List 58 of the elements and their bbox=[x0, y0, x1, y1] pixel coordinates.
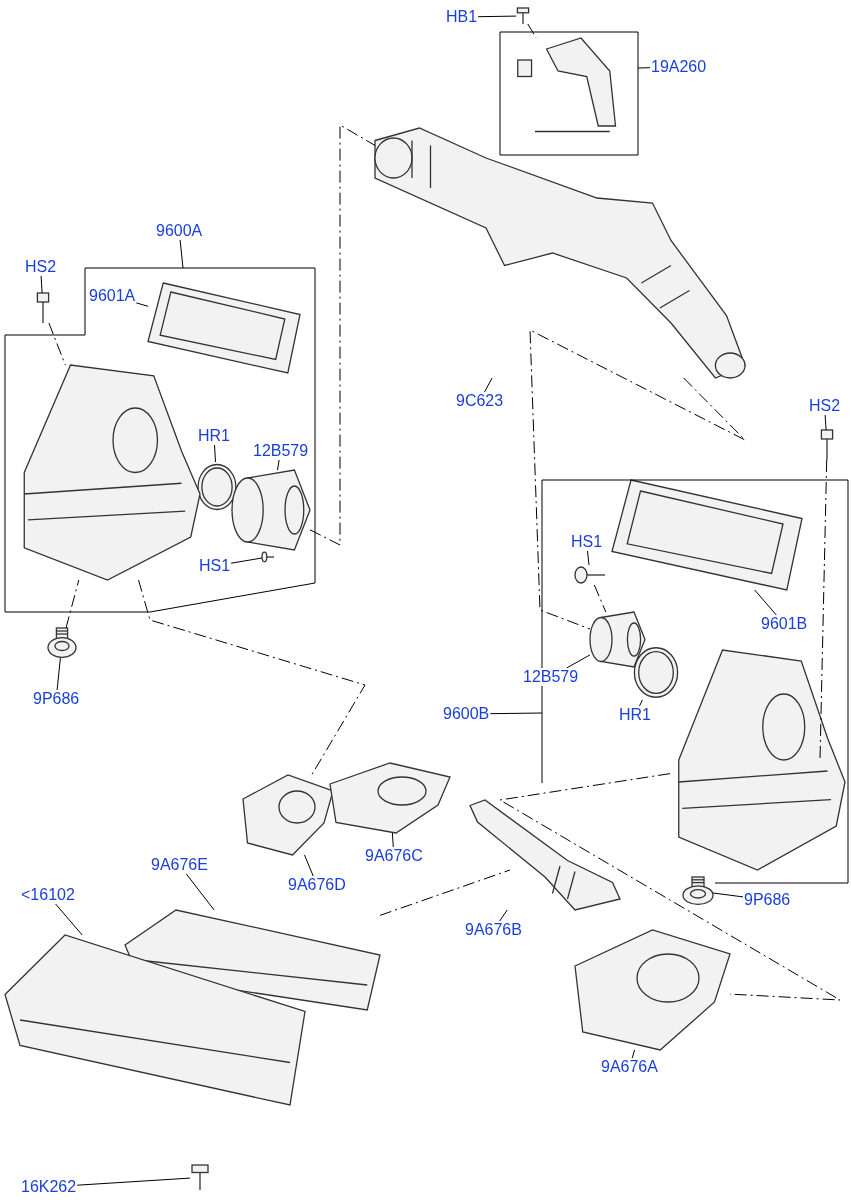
assembly-line bbox=[138, 579, 366, 776]
assembly-line bbox=[379, 869, 511, 916]
leader-line bbox=[179, 239, 184, 269]
leader-line bbox=[304, 854, 314, 877]
leader-line bbox=[637, 67, 651, 69]
leader-line bbox=[185, 873, 215, 911]
screw-drawing bbox=[261, 551, 275, 563]
leader-line bbox=[712, 892, 744, 898]
leader-line bbox=[587, 550, 590, 566]
leader-line bbox=[56, 657, 61, 691]
assembly-line bbox=[48, 322, 66, 366]
leader-line bbox=[489, 712, 543, 715]
leader-line bbox=[499, 909, 508, 922]
leader-line bbox=[135, 302, 149, 307]
bolt-drawing bbox=[516, 7, 530, 25]
duct-elbow-drawing bbox=[574, 929, 731, 1051]
grommet-drawing bbox=[682, 876, 714, 906]
air-duct-drawing bbox=[374, 127, 746, 379]
leader-line bbox=[754, 589, 777, 616]
air-filter-drawing bbox=[611, 479, 803, 591]
bolt-drawing bbox=[191, 1164, 209, 1191]
assembly-line bbox=[499, 773, 841, 1001]
assembly-line bbox=[593, 584, 607, 613]
part-number: 12B579 bbox=[522, 668, 580, 686]
leader-line bbox=[76, 1177, 191, 1186]
assembly-line bbox=[819, 459, 828, 761]
grommet-drawing bbox=[47, 627, 77, 659]
airflow-sensor-drawing bbox=[231, 469, 311, 551]
air-box-drawing bbox=[23, 364, 201, 581]
leader-line bbox=[631, 1049, 636, 1059]
bolt-drawing bbox=[820, 429, 834, 461]
air-filter-drawing bbox=[147, 282, 301, 374]
leader-line bbox=[484, 377, 493, 393]
leader-line bbox=[40, 275, 43, 294]
air-tube-drawing bbox=[469, 799, 621, 911]
panel-drawing bbox=[4, 934, 306, 1106]
bolt-drawing bbox=[36, 292, 50, 324]
leader-line bbox=[391, 832, 394, 848]
duct-elbow-drawing bbox=[329, 762, 451, 834]
leader-line bbox=[477, 15, 517, 18]
leader-line bbox=[824, 414, 827, 431]
screw-drawing bbox=[574, 566, 606, 584]
o-ring-drawing bbox=[633, 647, 679, 698]
assembly-line bbox=[529, 329, 746, 630]
airflow-sensor-drawing bbox=[589, 611, 646, 668]
assembly-line bbox=[65, 579, 80, 629]
leader-line bbox=[55, 903, 83, 936]
duct-elbow-drawing bbox=[242, 774, 334, 856]
leader-line bbox=[277, 459, 280, 471]
assembly-line bbox=[527, 23, 537, 39]
air-box-drawing bbox=[678, 649, 846, 871]
assembly-line bbox=[309, 124, 376, 546]
leader-line bbox=[566, 654, 591, 669]
bracket-drawing bbox=[517, 37, 617, 133]
panel-drawing bbox=[124, 909, 381, 1011]
leader-line bbox=[639, 699, 643, 707]
leader-line bbox=[230, 557, 263, 564]
leader-line bbox=[214, 444, 216, 463]
